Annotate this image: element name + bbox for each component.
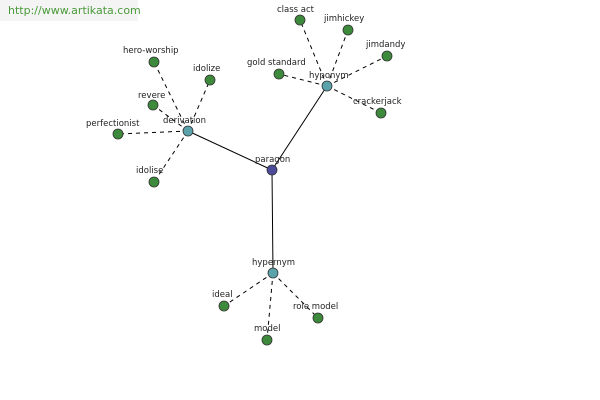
leaf-node-ideal[interactable] (218, 300, 230, 312)
edge-paragon-hypernym (271, 169, 274, 274)
edge-derivation-idolise (153, 130, 189, 183)
leaf-node-perfectionist[interactable] (112, 128, 124, 140)
hub-node-hyponym[interactable] (321, 80, 333, 92)
root-node-paragon[interactable] (266, 164, 278, 176)
leaf-node-jimdandy[interactable] (381, 50, 393, 62)
leaf-label-idolize[interactable]: idolize (193, 64, 220, 74)
root-label-paragon[interactable]: paragon (255, 155, 290, 165)
leaf-node-idolise[interactable] (148, 176, 160, 188)
edge-layer (117, 19, 388, 341)
leaf-node-jimhickey[interactable] (342, 24, 354, 36)
hub-node-derivation[interactable] (182, 125, 194, 137)
edge-paragon-derivation (187, 130, 273, 171)
edge-hypernym-role-model (272, 272, 319, 319)
edge-hyponym-jimhickey (326, 29, 349, 87)
edge-hypernym-model (266, 272, 274, 341)
hub-label-hypernym[interactable]: hypernym (252, 258, 295, 268)
leaf-label-idolise[interactable]: idolise (136, 166, 163, 176)
edge-hyponym-class-act (299, 19, 328, 87)
leaf-node-crackerjack[interactable] (375, 107, 387, 119)
edge-derivation-idolize (187, 79, 211, 132)
hub-label-hyponym[interactable]: hyponym (309, 71, 349, 81)
leaf-label-crackerjack[interactable]: crackerjack (353, 97, 402, 107)
leaf-label-hero-worship[interactable]: hero-worship (123, 46, 179, 56)
hub-node-hypernym[interactable] (267, 267, 279, 279)
edge-hyponym-jimdandy (326, 55, 388, 87)
leaf-label-class-act[interactable]: class act (277, 5, 315, 15)
leaf-node-model[interactable] (261, 334, 273, 346)
leaf-node-revere[interactable] (147, 99, 159, 111)
leaf-node-gold-standard[interactable] (273, 68, 285, 80)
leaf-node-idolize[interactable] (204, 74, 216, 86)
edge-derivation-hero-worship (153, 61, 189, 132)
leaf-label-role-model[interactable]: role model (293, 302, 338, 312)
hub-label-derivation[interactable]: derivation (163, 116, 206, 126)
leaf-node-class-act[interactable] (294, 14, 306, 26)
edge-paragon-hyponym (271, 85, 328, 171)
edge-hypernym-ideal (223, 272, 274, 307)
site-watermark[interactable]: http://www.artikata.com (0, 0, 141, 21)
label-layer: paragon derivation hyponym hypernym hero-wor… (86, 5, 405, 334)
leaf-node-role-model[interactable] (312, 312, 324, 324)
leaf-label-perfectionist[interactable]: perfectionist (86, 119, 140, 129)
edge-hyponym-gold-standard (278, 73, 328, 87)
leaf-label-gold-standard[interactable]: gold standard (247, 58, 306, 68)
leaf-node-hero-worship[interactable] (148, 56, 160, 68)
leaf-label-jimdandy[interactable]: jimdandy (365, 40, 405, 50)
leaf-label-ideal[interactable]: ideal (212, 290, 233, 300)
leaf-label-revere[interactable]: revere (138, 91, 165, 101)
edge-hyponym-crackerjack (326, 85, 382, 114)
leaf-label-model[interactable]: model (254, 324, 280, 334)
node-layer (112, 14, 393, 346)
leaf-label-jimhickey[interactable]: jimhickey (323, 14, 364, 24)
edge-derivation-perfectionist (117, 130, 189, 135)
